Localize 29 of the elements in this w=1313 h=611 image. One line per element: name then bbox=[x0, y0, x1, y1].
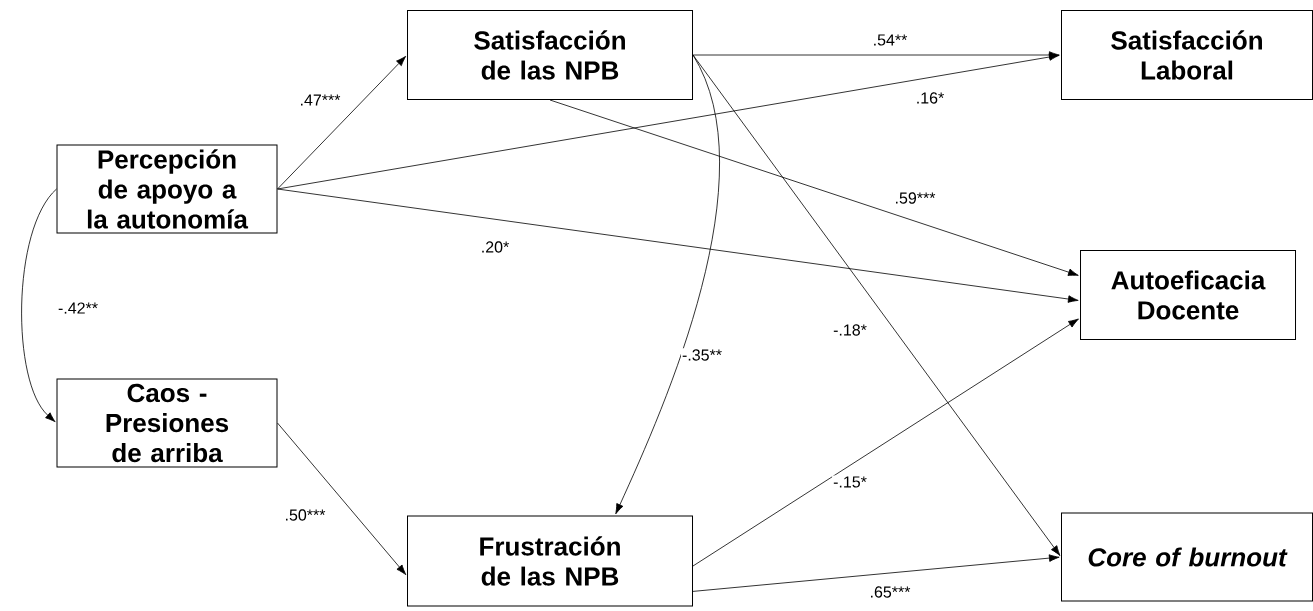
variable-box: Autoeficacia Docente bbox=[1080, 250, 1296, 340]
edge-label: -.42** bbox=[57, 301, 99, 315]
arrow bbox=[692, 318, 1079, 567]
edge-label: .65*** bbox=[868, 585, 912, 599]
arrow bbox=[692, 54, 1061, 556]
arrow bbox=[692, 51, 1060, 59]
arrow bbox=[277, 55, 407, 190]
variable-box: Percepción de apoyo a la autonomía bbox=[56, 144, 278, 234]
edge-label: .54** bbox=[871, 33, 909, 47]
edge-label: .59*** bbox=[893, 191, 937, 205]
variable-box: Core of burnout bbox=[1061, 512, 1313, 602]
edge-label: .16* bbox=[914, 91, 946, 105]
variable-box: Satisfacción Laboral bbox=[1061, 10, 1313, 100]
edge-label: -.15* bbox=[832, 475, 868, 489]
arrow bbox=[692, 554, 1060, 592]
edge-label: -.18* bbox=[832, 323, 868, 337]
arrow bbox=[277, 188, 1079, 303]
edge-label: .20* bbox=[479, 240, 511, 254]
variable-box: Satisfacción de las NPB bbox=[407, 10, 693, 100]
arrow bbox=[549, 99, 1079, 276]
edge-label: .47*** bbox=[298, 93, 342, 107]
edge-label: -.35** bbox=[681, 348, 723, 362]
arrow bbox=[277, 53, 1060, 190]
edge-label: .50*** bbox=[283, 508, 327, 522]
arrow bbox=[21, 188, 57, 423]
variable-box: Caos - Presiones de arriba bbox=[56, 378, 278, 468]
variable-box: Frustración de las NPB bbox=[407, 515, 693, 607]
arrow bbox=[277, 422, 407, 576]
arrow bbox=[615, 54, 720, 515]
